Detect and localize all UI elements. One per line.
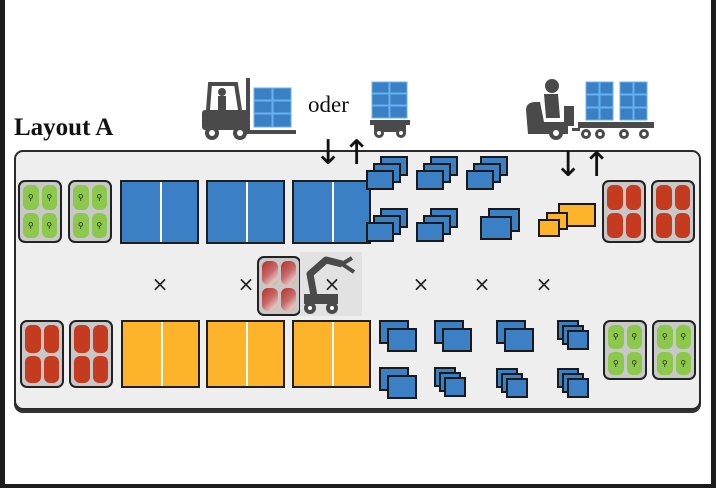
- frame-bottom: [0, 484, 716, 488]
- blue-storage-block: [292, 180, 371, 244]
- mobile-robot-arm-icon: [300, 252, 362, 316]
- blue-storage-block: [120, 180, 199, 244]
- x-marker: ×: [151, 272, 169, 296]
- blue-container-box: [366, 170, 394, 190]
- red-tray: [20, 320, 64, 388]
- blue-container-box: [442, 328, 472, 352]
- blue-container-box: [480, 216, 512, 240]
- forklift-icon: [202, 78, 296, 140]
- blue-storage-block: [206, 180, 285, 244]
- down-up-arrows-left: ↓↑: [314, 133, 371, 173]
- orange-storage-block: [292, 320, 371, 388]
- blue-container-box: [366, 222, 394, 242]
- red-tray: [69, 320, 113, 388]
- blue-container-box: [416, 222, 444, 242]
- x-marker: ×: [323, 272, 341, 296]
- frame-left: [0, 0, 5, 488]
- blue-container-box: [444, 377, 466, 397]
- green-tool-tray: ⚲⚲⚲⚲: [68, 180, 112, 243]
- green-tool-tray: ⚲⚲⚲⚲: [603, 320, 647, 380]
- blue-container-box: [567, 330, 589, 350]
- green-tool-tray: ⚲⚲⚲⚲: [18, 180, 62, 243]
- blue-container-box: [504, 328, 534, 352]
- orange-storage-block: [121, 320, 200, 388]
- orange-storage-block: [206, 320, 285, 388]
- red-tray: [651, 180, 695, 243]
- orange-container-box: [538, 219, 560, 237]
- blue-container-box: [466, 170, 494, 190]
- blue-container-box: [416, 170, 444, 190]
- x-marker: ×: [237, 272, 255, 296]
- frame-right: [711, 0, 716, 488]
- red-tray: [602, 180, 646, 243]
- blue-container-box: [387, 328, 417, 352]
- green-tool-tray: ⚲⚲⚲⚲: [652, 320, 696, 380]
- x-marker: ×: [473, 272, 491, 296]
- mixed-tool-tray: [257, 256, 301, 316]
- blue-container-box: [506, 378, 528, 398]
- blue-container-box: [567, 378, 589, 398]
- blue-container-box: [387, 375, 417, 399]
- tugger-train-icon: [526, 79, 654, 140]
- x-marker: ×: [535, 272, 553, 296]
- connector-word: oder: [308, 92, 349, 117]
- x-marker: ×: [412, 272, 430, 296]
- agv-cart-icon: [370, 81, 410, 138]
- down-up-arrows-right: ↓↑: [554, 145, 611, 185]
- layout-title: Layout A: [14, 114, 114, 141]
